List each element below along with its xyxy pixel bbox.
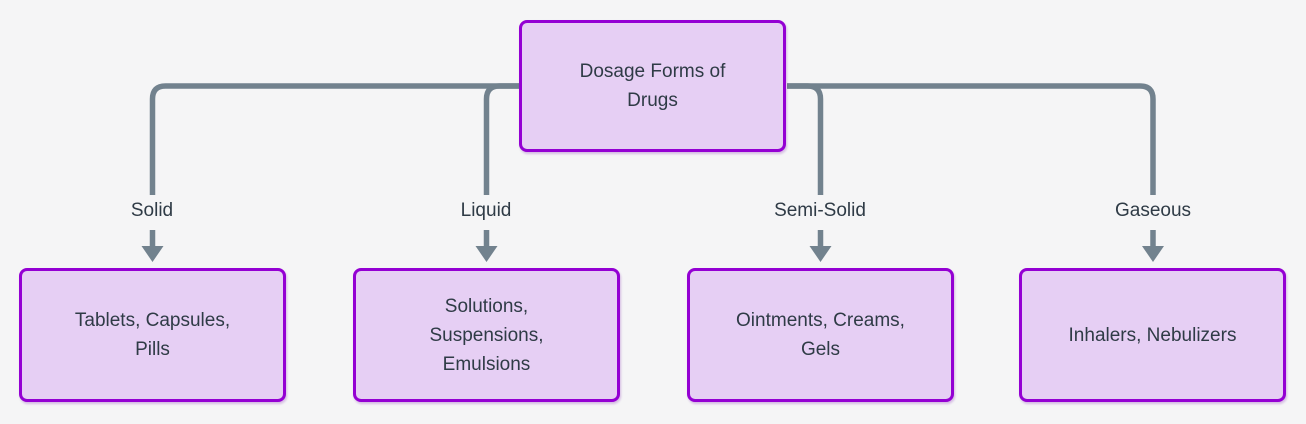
node-label: Solutions, Suspensions, Emulsions (429, 295, 544, 375)
node-tablets-capsules-pills: Tablets, Capsules, Pills (19, 268, 286, 402)
arrow-down-icon (141, 246, 164, 262)
node-label: Ointments, Creams, Gels (736, 310, 905, 360)
edge-label-semi-solid: Semi-Solid (774, 200, 866, 221)
edge-label-gaseous: Gaseous (1114, 200, 1192, 221)
node-dosage-forms-of-drugs: Dosage Forms of Drugs (519, 20, 786, 152)
node-label: Tablets, Capsules, Pills (74, 310, 231, 360)
node-solutions-suspensions-emulsions: Solutions, Suspensions, Emulsions (353, 268, 620, 402)
edge-label-liquid: Liquid (460, 200, 512, 221)
edge-root-to-gaseous (787, 83, 1156, 195)
edge-root-to-solid (149, 83, 519, 195)
node-label: Dosage Forms of Drugs (579, 61, 726, 111)
edge-label-solid: Solid (130, 200, 174, 221)
node-label: Inhalers, Nebulizers (1068, 324, 1237, 346)
edge-root-to-semi-solid (787, 83, 824, 195)
edge-root-to-liquid (483, 83, 519, 195)
node-ointments-creams-gels: Ointments, Creams, Gels (687, 268, 954, 402)
arrow-down-icon (1142, 246, 1164, 262)
node-inhalers-nebulizers: Inhalers, Nebulizers (1019, 268, 1286, 402)
arrow-down-icon (809, 246, 832, 262)
arrow-down-icon (475, 246, 498, 262)
